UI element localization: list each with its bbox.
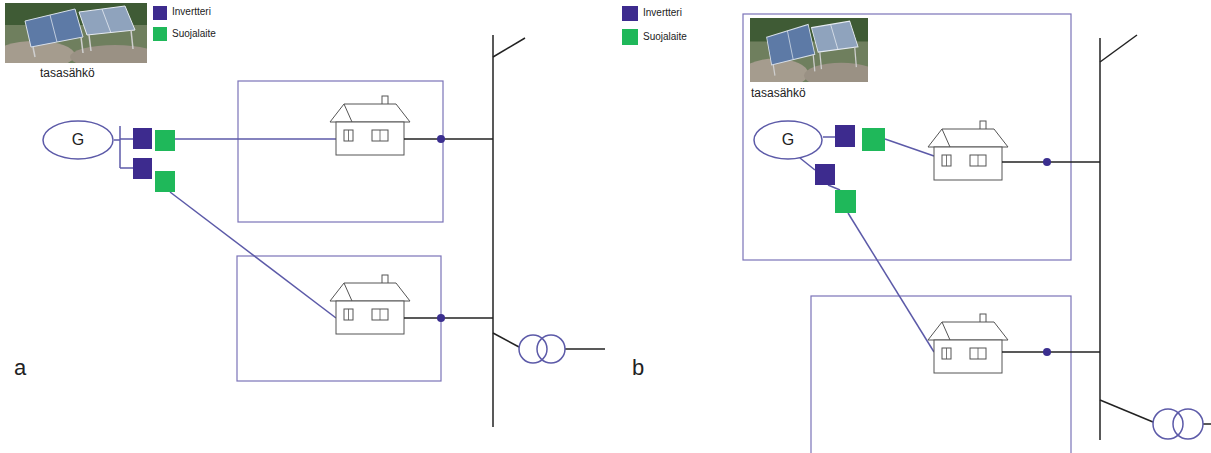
dc-label: tasasähkö [40,67,95,80]
node-text: G [72,131,84,149]
house [928,314,1008,373]
legend-text: Suojalaite [172,28,216,40]
dc-label: tasasähkö [751,87,806,100]
legend-swatch [622,6,638,21]
legend-text: Invertteri [172,6,211,18]
inverter [133,128,152,149]
inverter [133,158,152,179]
protection-device [835,190,856,213]
legend-swatch [622,29,638,45]
solar-photo [742,18,879,88]
inverter [835,125,855,147]
generator-outline [43,121,113,159]
node-text: G [782,131,794,149]
inverter [815,164,835,185]
house [928,121,1008,180]
ac-wiring [1002,35,1211,440]
legend-swatch [153,6,167,20]
house [330,275,410,334]
transformer-symbol [1153,409,1203,439]
legend-text: Invertteri [643,7,682,19]
panel-letter: a [14,356,26,380]
connection-dot [1043,158,1051,166]
legend-swatch [153,27,167,41]
connection-dot [437,314,445,322]
dc-wiring [114,126,336,318]
property-boundary [238,81,443,222]
protection-device [862,128,885,151]
generator-outline [754,121,822,159]
panel-letter: b [632,356,644,380]
ac-wiring [404,35,605,427]
property-boundary [811,296,1071,453]
protection-device [155,130,175,151]
house [330,96,410,155]
dc-wiring [800,137,934,352]
legend-text: Suojalaite [643,31,687,43]
protection-device [155,171,175,192]
connection-dot [437,135,445,143]
generator-circle: G [42,120,114,160]
solar-photo [0,3,160,69]
transformer-symbol [519,335,565,363]
generator-circle: G [753,120,823,160]
connection-dot [1043,348,1051,356]
